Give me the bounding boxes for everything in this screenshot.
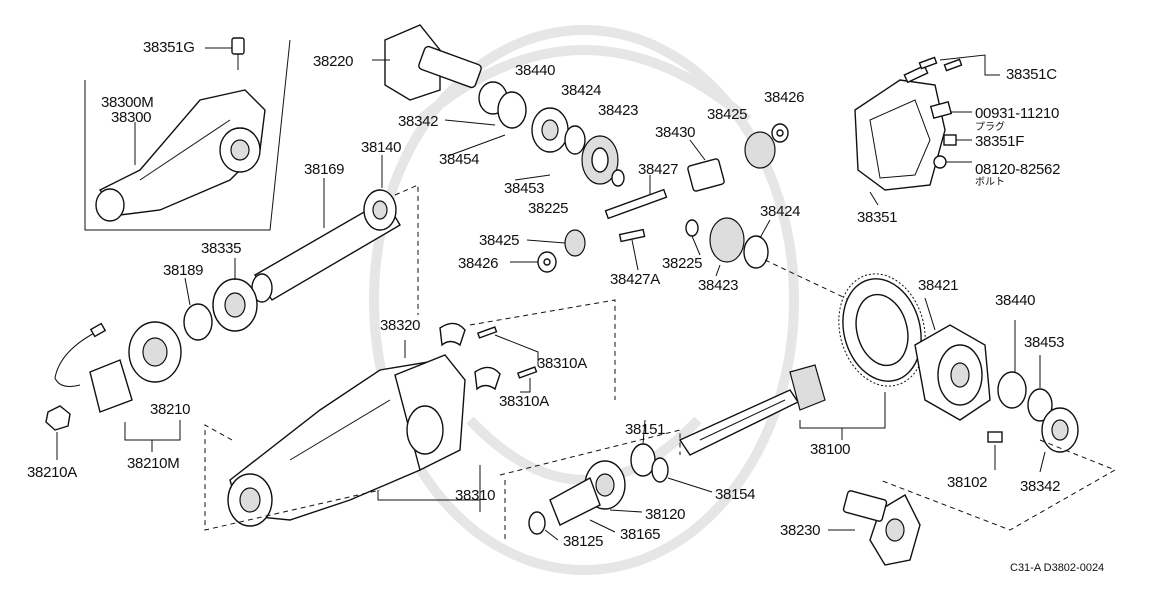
pinion-gear-38425a bbox=[744, 131, 776, 169]
side-gear-38423 bbox=[581, 135, 619, 185]
washer-38424 bbox=[564, 125, 586, 155]
assembly-bracket bbox=[84, 39, 291, 231]
label-38210M: 38210M bbox=[127, 455, 180, 472]
label-00931-11210: 00931-11210 bbox=[975, 105, 1060, 122]
label-38120: 38120 bbox=[645, 506, 686, 523]
pinion-shaft-38427 bbox=[604, 188, 668, 220]
plug-00931-11210 bbox=[929, 101, 953, 119]
label-38125: 38125 bbox=[563, 533, 604, 550]
sensor-cable bbox=[54, 329, 101, 387]
label-38426-lower: 38426 bbox=[458, 255, 499, 272]
ring-gear-38421 bbox=[838, 273, 926, 387]
label-38225-lower: 38225 bbox=[662, 255, 703, 272]
bearing-38140 bbox=[363, 189, 397, 231]
washer-38453b bbox=[1027, 388, 1053, 422]
rear-differential-assembly bbox=[95, 89, 266, 222]
washer-38454 bbox=[497, 91, 527, 129]
label-38351F: 38351F bbox=[975, 133, 1025, 150]
watermark-emblem bbox=[369, 25, 799, 575]
carrier-case-38310 bbox=[227, 354, 466, 527]
label-38427A: 38427A bbox=[610, 271, 660, 288]
label-38424-upper: 38424 bbox=[561, 82, 602, 99]
pinion-gear-38425b bbox=[564, 229, 586, 257]
bolt-38310Ab bbox=[516, 366, 538, 379]
washer-38125 bbox=[528, 511, 546, 535]
label-38335: 38335 bbox=[201, 240, 242, 257]
label-38453-lower: 38453 bbox=[1024, 334, 1065, 351]
washer-38424b bbox=[743, 235, 769, 269]
thrust-block-38430 bbox=[687, 158, 725, 192]
label-38421: 38421 bbox=[918, 277, 959, 294]
label-38342-upper: 38342 bbox=[398, 113, 439, 130]
label-38189: 38189 bbox=[163, 262, 204, 279]
label-38169: 38169 bbox=[304, 161, 345, 178]
label-38425-upper: 38425 bbox=[707, 106, 748, 123]
label-38426-upper: 38426 bbox=[764, 89, 805, 106]
side-gear-38423b bbox=[709, 217, 745, 263]
label-38151: 38151 bbox=[625, 421, 666, 438]
bearing-38335 bbox=[212, 278, 258, 332]
label-38423-upper: 38423 bbox=[598, 102, 639, 119]
label-38424-lower: 38424 bbox=[760, 203, 801, 220]
label-38220: 38220 bbox=[313, 53, 354, 70]
snap-ring-38225b bbox=[685, 219, 699, 237]
label-38351C: 38351C bbox=[1006, 66, 1057, 83]
bolt-38102 bbox=[987, 431, 1003, 443]
label-38425-lower: 38425 bbox=[479, 232, 520, 249]
pin-38427A bbox=[618, 228, 646, 243]
label-38300: 38300 bbox=[111, 109, 152, 126]
note-plug: プラグ bbox=[975, 122, 1005, 133]
label-38300M: 38300M bbox=[101, 94, 154, 111]
nut-38210A bbox=[45, 405, 71, 431]
label-38342-lower: 38342 bbox=[1020, 478, 1061, 495]
label-38423-lower: 38423 bbox=[698, 277, 739, 294]
label-38165: 38165 bbox=[620, 526, 661, 543]
label-38351G: 38351G bbox=[143, 39, 195, 56]
label-38154: 38154 bbox=[715, 486, 756, 503]
collar-38165 bbox=[549, 476, 601, 526]
label-38453-upper: 38453 bbox=[504, 180, 545, 197]
label-38230: 38230 bbox=[780, 522, 821, 539]
label-38320: 38320 bbox=[380, 317, 421, 334]
seal-38189 bbox=[183, 303, 213, 341]
label-38440-upper: 38440 bbox=[515, 62, 556, 79]
rear-cover-38351 bbox=[854, 64, 946, 191]
companion-flange-38210 bbox=[89, 321, 182, 413]
tube-38169 bbox=[251, 199, 401, 303]
side-flange-38230 bbox=[842, 490, 921, 566]
bolt-08120-82562 bbox=[933, 155, 947, 169]
label-38310A-a: 38310A bbox=[537, 355, 587, 372]
bearing-38440b bbox=[997, 371, 1027, 409]
label-38210A: 38210A bbox=[27, 464, 77, 481]
label-38430: 38430 bbox=[655, 124, 696, 141]
bearing-cap-38320b bbox=[474, 366, 501, 391]
label-38427: 38427 bbox=[638, 161, 679, 178]
note-bolt: ボルト bbox=[975, 177, 1005, 188]
plug-38351F bbox=[943, 134, 957, 146]
label-38100: 38100 bbox=[810, 441, 851, 458]
bearing-38342b bbox=[1041, 407, 1079, 453]
differential-case bbox=[914, 324, 991, 421]
snap-ring-38225a bbox=[611, 169, 625, 187]
label-38440-lower: 38440 bbox=[995, 292, 1036, 309]
label-38102: 38102 bbox=[947, 474, 988, 491]
label-38310A-b: 38310A bbox=[499, 393, 549, 410]
drive-pinion-38100 bbox=[678, 364, 826, 456]
label-38210: 38210 bbox=[150, 401, 191, 418]
breather-plug-38351G bbox=[231, 37, 245, 70]
plug-parts-38351C bbox=[918, 56, 963, 72]
label-38351: 38351 bbox=[857, 209, 898, 226]
label-38310: 38310 bbox=[455, 487, 496, 504]
label-08120-82562: 08120-82562 bbox=[975, 161, 1061, 178]
bearing-cap-38320a bbox=[439, 322, 466, 347]
diagram-code: C31-A D3802-0024 bbox=[1010, 562, 1105, 574]
label-38225-upper: 38225 bbox=[528, 200, 569, 217]
label-38140: 38140 bbox=[361, 139, 402, 156]
label-38454: 38454 bbox=[439, 151, 480, 168]
spacer-38154 bbox=[651, 457, 669, 483]
bolt-38310Aa bbox=[476, 326, 498, 339]
